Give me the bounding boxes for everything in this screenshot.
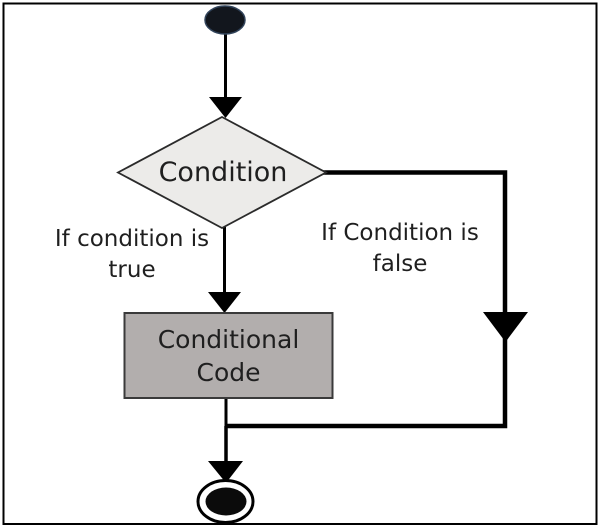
arrowhead-into-decision-icon: [209, 97, 242, 118]
decision-label: Condition: [158, 157, 288, 188]
arrowhead-true-branch-icon: [208, 292, 241, 313]
process-rect: [123, 312, 334, 399]
false-branch-label-line1: If Condition is: [321, 220, 479, 246]
false-branch-label: If Condition is false: [290, 218, 510, 280]
start-node: [204, 5, 246, 35]
false-branch-connector: [224, 170, 508, 429]
false-branch-label-line2: false: [372, 251, 428, 277]
decision-diamond: [116, 115, 328, 230]
arrowhead-into-end-icon: [208, 461, 243, 483]
process-label: Conditional Code: [124, 313, 333, 398]
arrowhead-false-branch-icon: [483, 312, 528, 342]
true-branch-label-line1: If condition is: [54, 226, 210, 252]
process-label-line2: Code: [196, 357, 261, 387]
process-label-line1: Conditional: [157, 324, 300, 354]
true-branch-label-line2: true: [108, 257, 156, 283]
true-branch-label: If condition is true: [22, 224, 242, 286]
end-node-core: [205, 487, 247, 516]
